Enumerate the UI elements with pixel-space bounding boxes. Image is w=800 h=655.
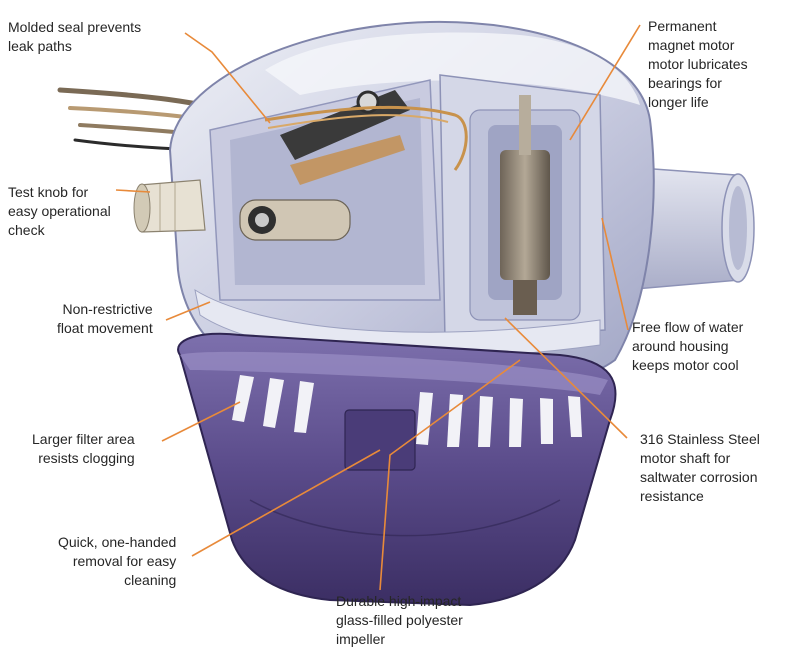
leader-lines xyxy=(115,24,641,591)
test-knob xyxy=(133,179,206,233)
strainer-base xyxy=(177,332,617,607)
motor-shaft xyxy=(519,95,531,155)
callout-permanent-magnet-motor: Permanent magnet motor motor lubricates … xyxy=(648,18,748,110)
release-tab xyxy=(344,409,416,471)
callout-impeller: Durable high-impact glass-filled polyest… xyxy=(336,593,463,647)
motor-rotor xyxy=(500,150,550,280)
filter-slots xyxy=(232,375,582,447)
callout-molded-seal: Molded seal prevents leak paths xyxy=(8,19,142,54)
callout-stainless-shaft: 316 Stainless Steel motor shaft for salt… xyxy=(640,431,760,504)
callout-quick-removal: Quick, one-handed removal for easy clean… xyxy=(58,534,177,588)
pump-housing xyxy=(133,20,655,403)
callout-test-knob: Test knob for easy operational check xyxy=(8,184,111,238)
callout-filter-area: Larger filter area resists clogging xyxy=(32,431,135,466)
callout-free-flow-water: Free flow of water around housing keeps … xyxy=(632,319,744,373)
callout-float-movement: Non-restrictive float movement xyxy=(57,301,153,336)
